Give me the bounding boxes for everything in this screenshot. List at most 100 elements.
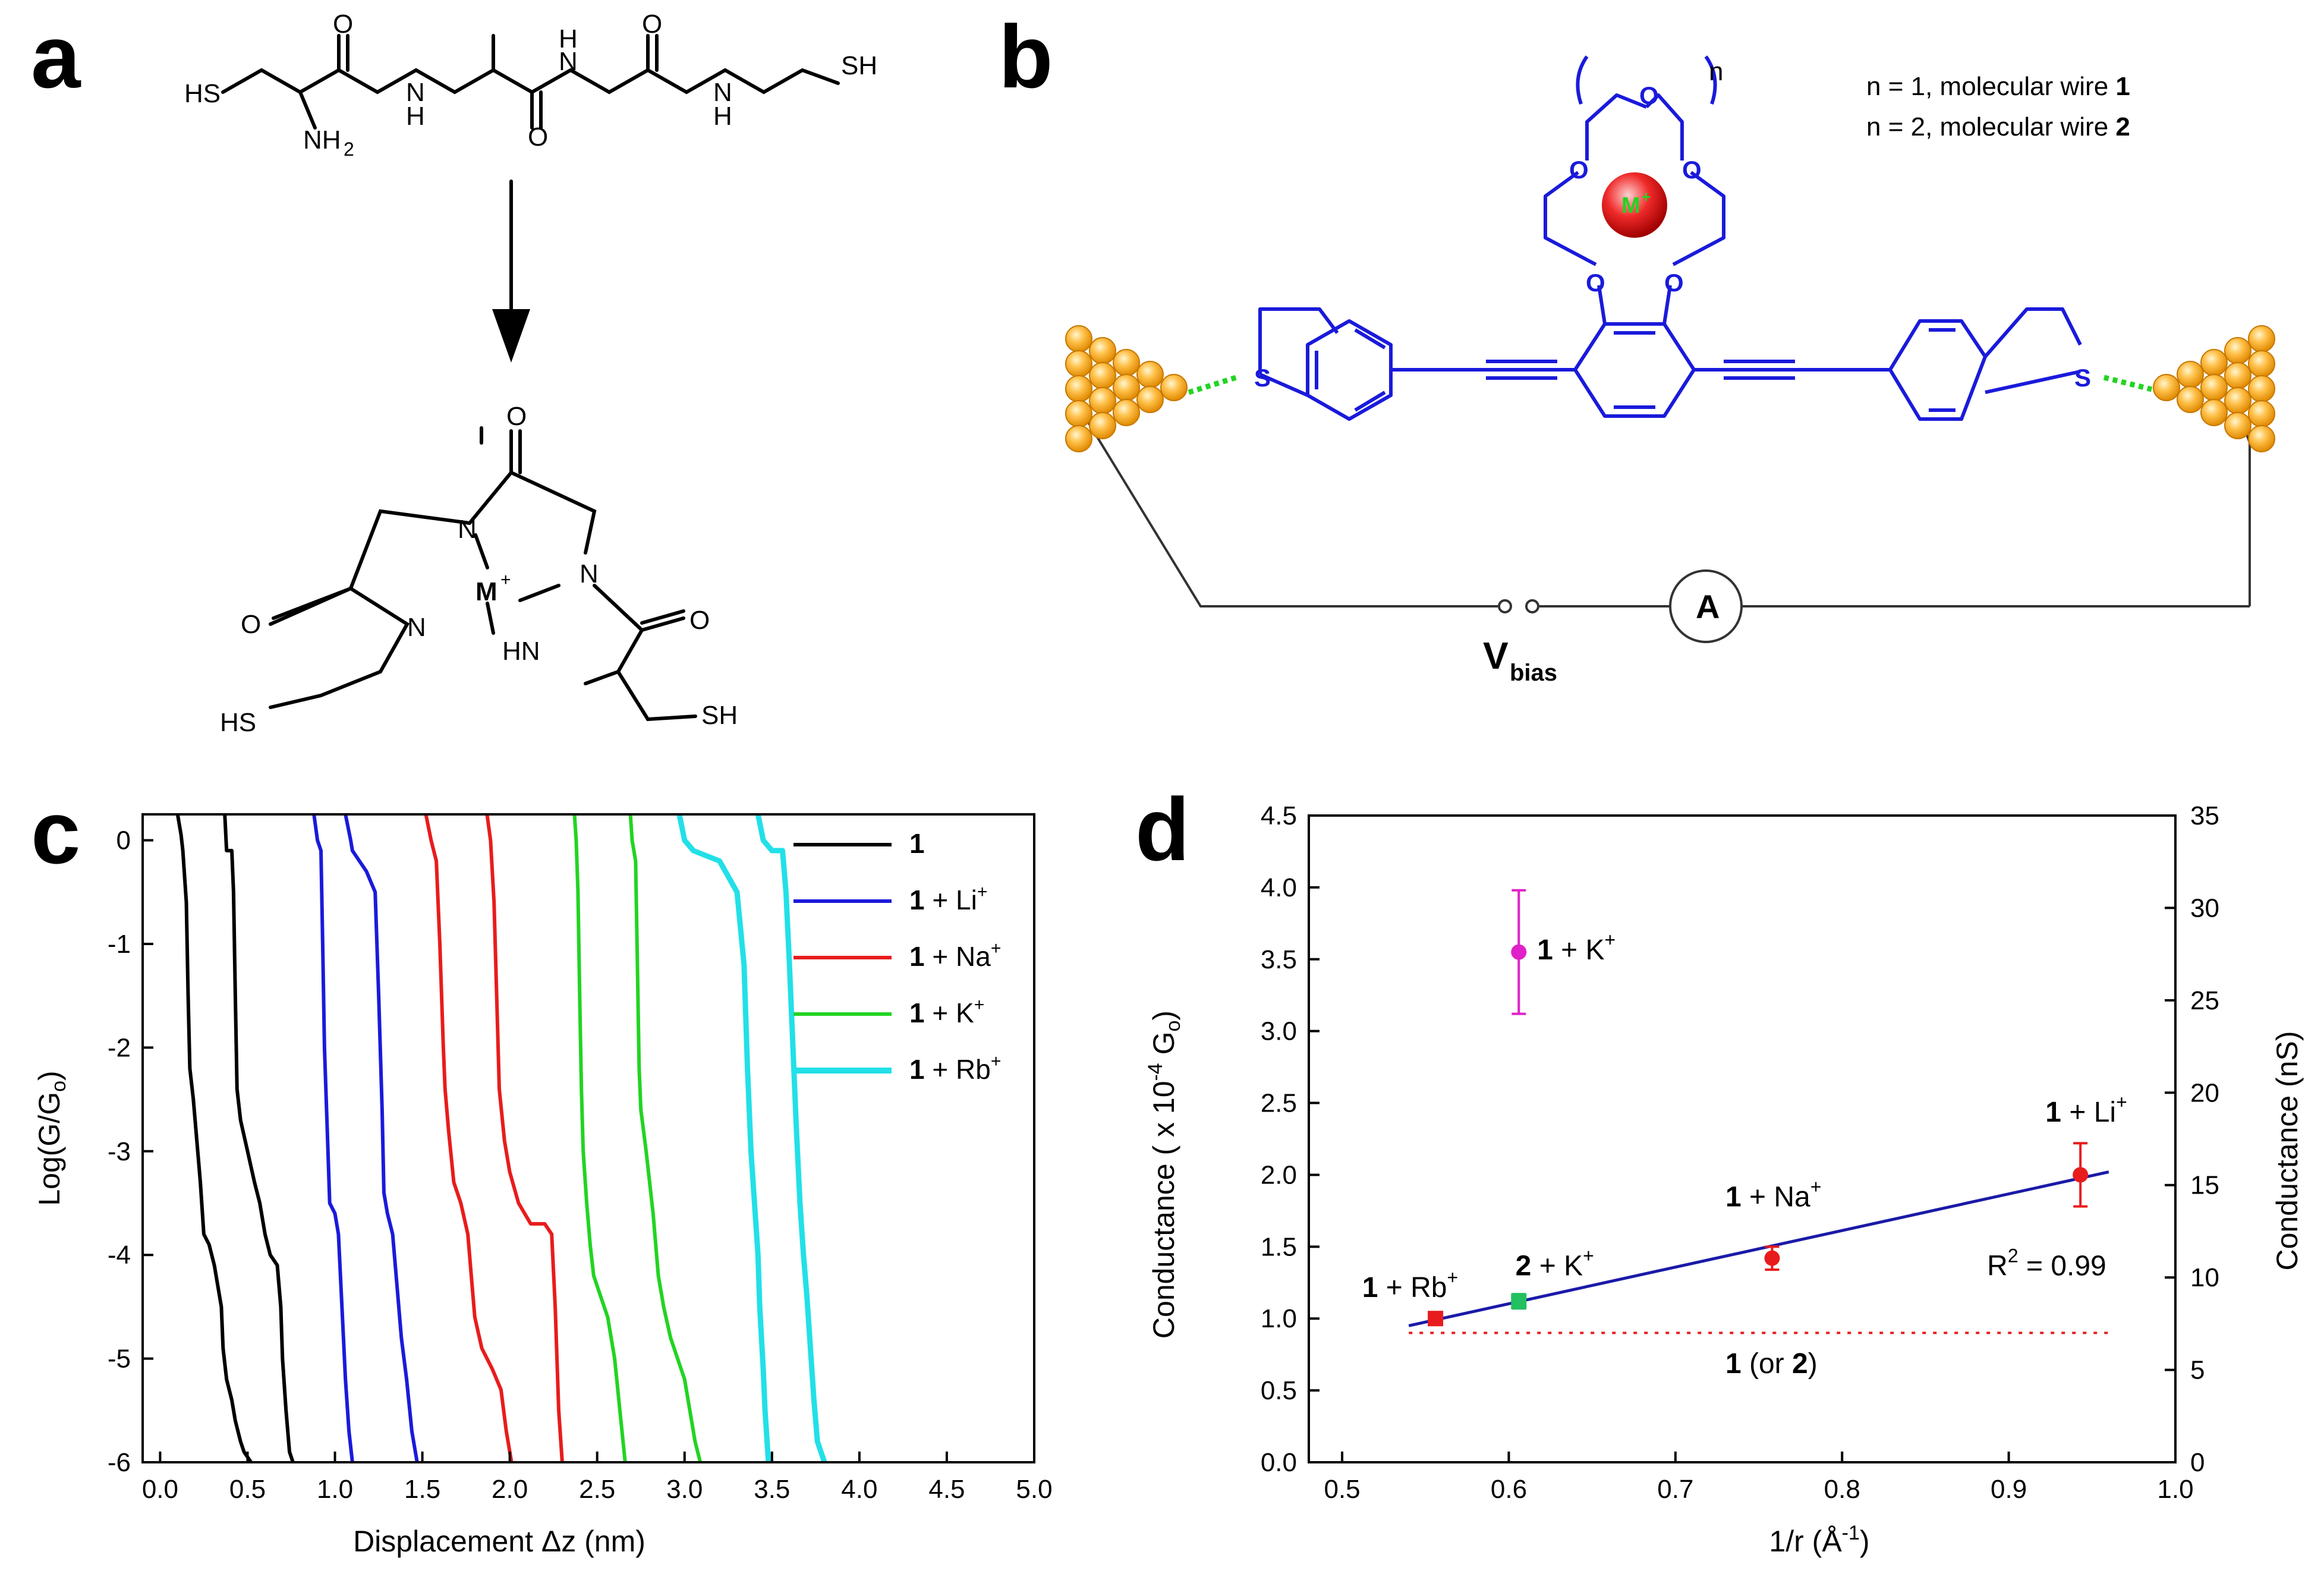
annotation-li: 1 + Li+: [2045, 1091, 2127, 1128]
point-d-1: [1511, 1293, 1527, 1309]
ytick-label-d: 1.0: [1261, 1304, 1297, 1333]
xtick-label-c: 3.5: [754, 1475, 790, 1504]
label-n3-h: H: [713, 102, 732, 131]
label-nh2: NH: [303, 125, 341, 155]
label-n1-h: H: [406, 102, 425, 131]
ytick-label-c: -6: [108, 1448, 131, 1477]
metal-ion-label: M: [1621, 193, 1640, 218]
ytick-label-c: -3: [108, 1137, 131, 1166]
legend-line1: n = 1, molecular wire: [1866, 72, 2115, 101]
trace-2-0: [424, 814, 514, 1463]
xtick-label-d: 0.7: [1657, 1475, 1693, 1504]
label-o1: O: [333, 10, 353, 39]
ammeter-label: A: [1696, 588, 1720, 625]
xtick-label-c: 5.0: [1016, 1475, 1052, 1504]
ytick-label-d: 4.0: [1261, 873, 1297, 902]
ytick-label-d: 0.0: [1261, 1448, 1297, 1477]
ytick-label-d: 3.0: [1261, 1017, 1297, 1046]
xtick-label-c: 4.0: [841, 1475, 877, 1504]
xtick-label-c: 0.0: [142, 1475, 178, 1504]
ytick-right-label-d: 15: [2190, 1171, 2219, 1200]
xtick-label-c: 3.0: [666, 1475, 703, 1504]
legend-label-c: 1 + Li+: [909, 882, 987, 915]
ytick-label-d: 2.0: [1261, 1160, 1297, 1189]
trace-1-1: [344, 814, 419, 1463]
complex-sh: SH: [701, 701, 738, 730]
xtick-label-d: 1.0: [2157, 1475, 2193, 1504]
complex-o-right: O: [689, 606, 710, 635]
xtick-label-c: 2.5: [579, 1475, 615, 1504]
trace-2-1: [485, 814, 564, 1463]
xtick-label-c: 1.5: [404, 1475, 440, 1504]
xtick-label-c: 0.5: [229, 1475, 266, 1504]
xlabel-d: 1/r (Å-1): [1769, 1522, 1869, 1558]
ytick-label-c: -4: [108, 1241, 131, 1270]
xtick-label-d: 0.5: [1324, 1475, 1360, 1504]
legend-label-c: 1 + K+: [909, 995, 984, 1028]
complex-metal-sup: +: [500, 570, 511, 590]
panel-b: b: [975, 0, 2324, 773]
label-n1: N: [406, 78, 425, 107]
ytick-label-d: 0.5: [1261, 1376, 1297, 1405]
ytick-label-c: -1: [108, 930, 131, 959]
ytick-label-d: 3.5: [1261, 945, 1297, 974]
label-o3: O: [642, 10, 662, 39]
complex-hs: HS: [220, 708, 256, 737]
legend-line2: n = 2, molecular wire: [1866, 112, 2115, 141]
label-n2-h: H: [559, 24, 578, 53]
point-d-0: [1428, 1311, 1444, 1327]
crown-o-bl: O: [1586, 269, 1605, 297]
trace-0-1: [223, 814, 295, 1463]
crown-o-right: O: [1682, 156, 1702, 184]
ytick-label-d: 2.5: [1261, 1089, 1297, 1118]
panel-letter-b: b: [999, 7, 1053, 106]
legend-label-c: 1 + Rb+: [909, 1052, 1001, 1085]
sulfur-left: S: [1254, 364, 1271, 392]
label-nh2-sub: 2: [344, 138, 354, 160]
trace-3-0: [572, 814, 627, 1463]
plot-frame-d: [1308, 814, 2177, 1463]
panel-b-molecular-wire: O O O O O S S n M + A V bias n = 1, mole…: [1065, 55, 2275, 686]
panel-letter-d: d: [1135, 779, 1190, 879]
ytick-label-c: -2: [108, 1033, 131, 1062]
xtick-label-c: 1.0: [317, 1475, 353, 1504]
label-o2: O: [528, 122, 548, 152]
legend-label-c: 1: [909, 828, 925, 859]
crown-o-top: O: [1639, 81, 1659, 109]
xtick-label-d: 0.9: [1991, 1475, 2027, 1504]
label-sh-right: SH: [841, 51, 877, 80]
metal-ion-sup: +: [1642, 188, 1651, 206]
complex-metal: M: [475, 577, 497, 606]
plot-frame-c: [141, 813, 1035, 1463]
ytick-label-d: 4.5: [1261, 801, 1297, 830]
xtick-label-d: 0.8: [1824, 1475, 1860, 1504]
complex-o-top: O: [506, 402, 527, 431]
ytick-right-label-d: 10: [2190, 1263, 2219, 1292]
panel-letter-c: c: [31, 782, 81, 882]
trace-4-0: [676, 814, 771, 1463]
annotation-baseline: 1 (or 2): [1725, 1348, 1818, 1380]
trace-1-0: [312, 814, 354, 1463]
crown-o-left: O: [1569, 156, 1589, 184]
ytick-label-d: 1.5: [1261, 1232, 1297, 1261]
panel-a-structures: HS NH 2 N H N H N H SH O O O O N N M + O…: [184, 10, 877, 737]
ytick-right-label-d: 5: [2190, 1356, 2205, 1385]
complex-n-left: N: [407, 613, 426, 642]
xtick-label-c: 2.0: [492, 1475, 528, 1504]
sulfur-right: S: [2074, 364, 2091, 392]
complex-hn: HN: [502, 637, 540, 666]
ytick-right-label-d: 35: [2190, 801, 2219, 830]
ytick-label-c: -5: [108, 1345, 131, 1374]
crown-o-br: O: [1664, 269, 1684, 297]
trace-4-1: [755, 814, 827, 1463]
repeat-n: n: [1709, 57, 1723, 86]
complex-n-right: N: [580, 559, 599, 588]
annotation-k: 1 + K+: [1537, 929, 1616, 966]
point-d-3: [2073, 1167, 2089, 1183]
legend-label-c: 1 + Na+: [909, 939, 1001, 972]
trace-0-0: [175, 814, 253, 1463]
left-gold-electrode: [1065, 325, 1188, 452]
